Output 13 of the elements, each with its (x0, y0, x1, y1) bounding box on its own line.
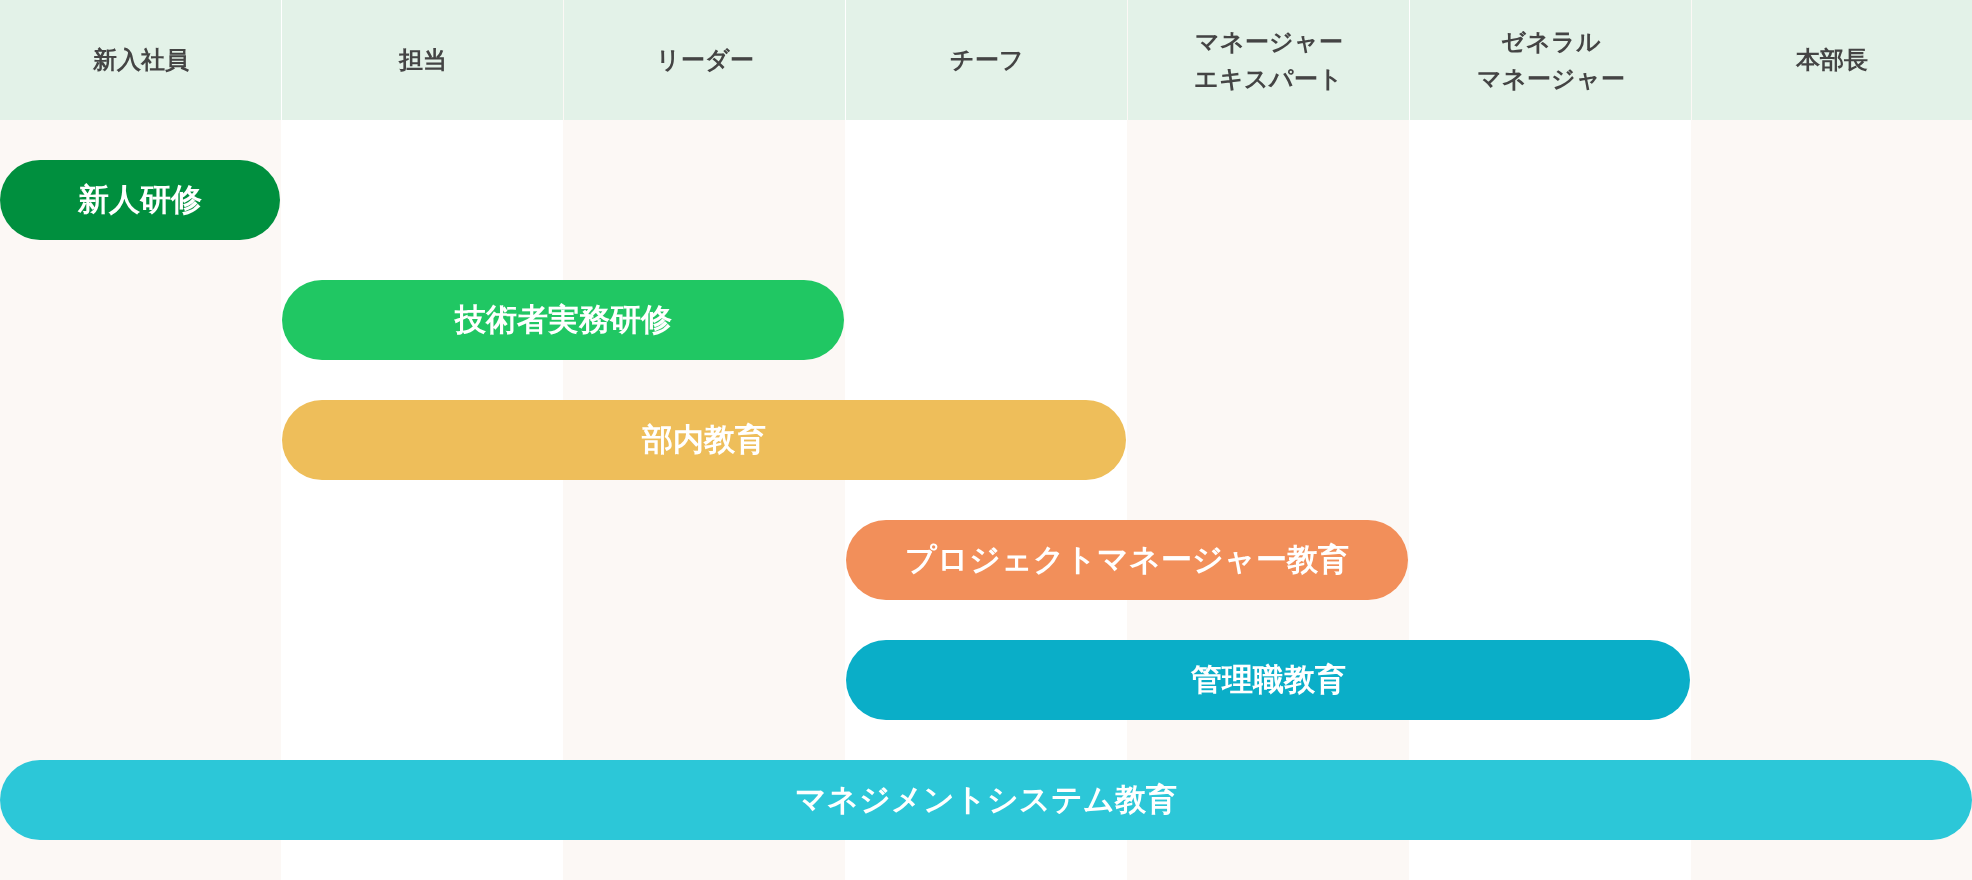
training-bar: 技術者実務研修 (282, 280, 844, 360)
header-cell: ゼネラルマネージャー (1410, 0, 1691, 120)
training-bar: プロジェクトマネージャー教育 (846, 520, 1408, 600)
training-bar: 部内教育 (282, 400, 1126, 480)
header-cell: リーダー (564, 0, 845, 120)
header-cell: チーフ (846, 0, 1127, 120)
training-bar: 管理職教育 (846, 640, 1690, 720)
training-bar: マネジメントシステム教育 (0, 760, 1972, 840)
header-cell: マネージャーエキスパート (1128, 0, 1409, 120)
header-cell: 新入社員 (0, 0, 281, 120)
header-cell: 担当 (282, 0, 563, 120)
training-bar: 新人研修 (0, 160, 280, 240)
header-cell: 本部長 (1692, 0, 1972, 120)
